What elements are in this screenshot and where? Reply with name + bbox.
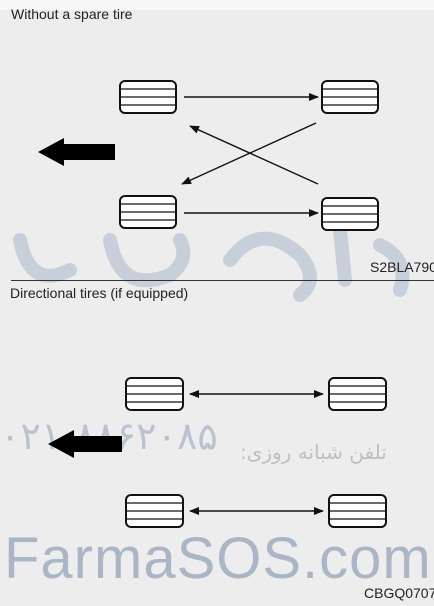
arrow-rear-right-to-front-left [189, 125, 319, 185]
tire-front-right [321, 80, 379, 114]
tire-rear-right-directional [328, 494, 387, 528]
tire-rear-left [119, 195, 177, 229]
forward-direction-arrow-directional [48, 430, 122, 458]
persian-text-watermark: تلفن شبانه روزی: [240, 440, 387, 464]
section-title-directional: Directional tires (if equipped) [10, 285, 189, 301]
persian-logo-watermark [13, 223, 410, 302]
tire-rear-left-directional [125, 494, 184, 528]
section-divider [11, 280, 434, 281]
figure-code: S2BLA790A [370, 259, 434, 275]
tire-front-right-directional [328, 377, 387, 411]
tire-rear-right [321, 197, 379, 231]
figure-code: CBGQ0707A [364, 585, 434, 601]
tire-front-left-directional [125, 377, 184, 411]
section-title-without-spare: Without a spare tire [11, 6, 133, 22]
tire-front-left [119, 80, 177, 114]
brand-watermark: FarmaSOS.com [4, 526, 432, 591]
forward-direction-arrow [38, 138, 115, 166]
